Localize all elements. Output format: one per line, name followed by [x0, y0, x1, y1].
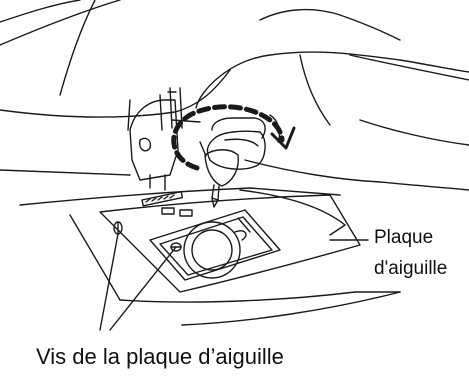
rotation-arrow [174, 107, 294, 168]
hand [196, 10, 469, 190]
screwdriver [200, 142, 238, 207]
screw-leader-left [100, 234, 118, 330]
presser-foot [130, 88, 200, 190]
needle-plate-label-line2: d'aiguille [374, 258, 447, 280]
needle-plate-screws-label: Vis de la plaque d’aiguille [36, 344, 284, 369]
leader-lines [100, 234, 368, 330]
machine-arm [0, 0, 230, 130]
screw-leader-right [110, 247, 176, 330]
needle-plate-label-line1: Plaque [374, 227, 433, 249]
needle-plate [100, 192, 360, 292]
machine-bed [0, 170, 400, 325]
